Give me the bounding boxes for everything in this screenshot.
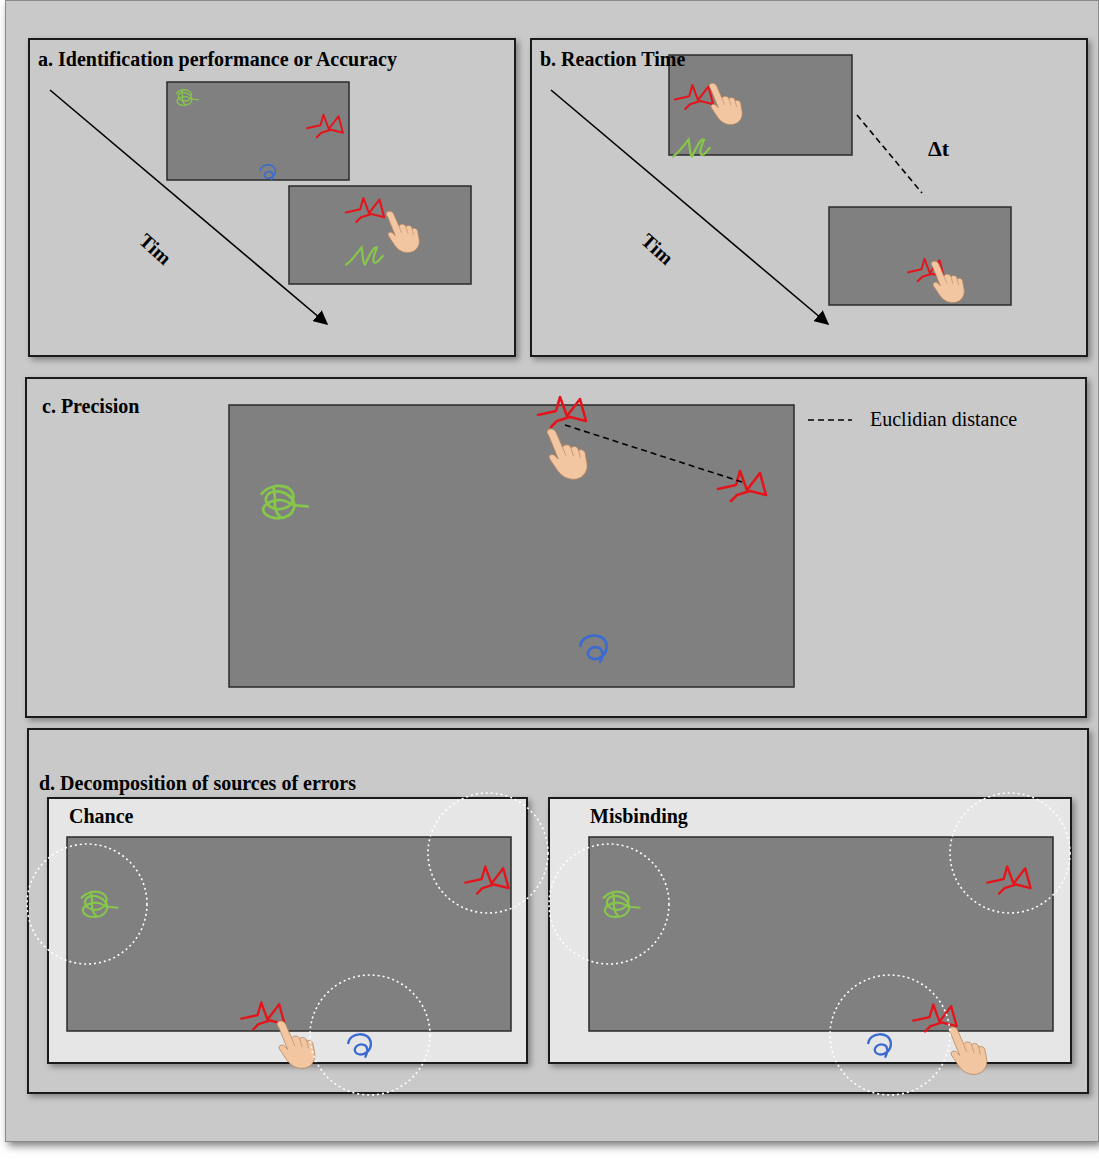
hand-icon — [547, 429, 587, 479]
screen — [589, 837, 1053, 1031]
red-scribble — [718, 471, 766, 501]
hand-icon — [277, 1021, 315, 1068]
red-scribble — [465, 867, 508, 894]
sub-panel: Misbinding — [548, 797, 1072, 1064]
red-scribble — [538, 397, 586, 427]
panel-heading: Chance — [69, 805, 133, 828]
hand-icon — [709, 83, 742, 124]
screen — [167, 82, 349, 180]
dotted-circle — [830, 975, 950, 1095]
screen — [829, 207, 1011, 305]
green-scribble — [346, 247, 383, 264]
blue-scribble — [348, 1034, 371, 1056]
panel: a. Identification performance or Accurac… — [28, 38, 516, 357]
sub-panel: Chance — [47, 797, 528, 1064]
panel-heading: d. Decomposition of sources of errors — [39, 772, 356, 795]
distance-line — [565, 425, 742, 482]
panel-heading: Misbinding — [590, 805, 688, 828]
legend-line-sample — [808, 419, 852, 421]
screen — [67, 837, 511, 1031]
panel: d. Decomposition of sources of errorsCha… — [27, 728, 1089, 1094]
green-scribble — [262, 486, 308, 518]
blue-scribble — [868, 1034, 891, 1056]
hand-icon — [949, 1027, 987, 1074]
dotted-circle — [27, 844, 147, 964]
green-scribble — [176, 90, 198, 105]
green-scribble — [82, 892, 118, 917]
time-arrow — [50, 90, 327, 324]
time-arrow — [551, 90, 828, 324]
panel-heading: c. Precision — [42, 395, 139, 418]
red-scribble — [241, 1003, 284, 1030]
dotted-circle — [549, 844, 669, 964]
screen — [669, 55, 852, 155]
legend-text: Euclidian distance — [870, 408, 1017, 430]
red-scribble — [913, 1005, 956, 1032]
legend-entry: Euclidian distance — [870, 408, 1017, 431]
blue-scribble — [260, 165, 275, 180]
red-scribble — [346, 198, 384, 222]
blue-scribble — [580, 635, 606, 661]
label-anchor: Δt — [928, 136, 949, 162]
panel-heading: a. Identification performance or Accurac… — [38, 48, 397, 71]
red-scribble — [908, 259, 944, 282]
panel: b. Reaction Time — [530, 38, 1088, 357]
screen — [229, 405, 794, 687]
panel-heading: b. Reaction Time — [540, 48, 685, 71]
red-scribble — [675, 85, 713, 109]
hand-icon — [931, 261, 964, 302]
dotted-circle — [428, 793, 548, 913]
delta-line — [857, 115, 922, 193]
green-scribble — [604, 892, 640, 917]
screen — [289, 186, 471, 284]
delta-label: Δt — [928, 136, 949, 161]
red-scribble — [307, 115, 343, 138]
dotted-circle — [950, 793, 1070, 913]
hand-icon — [386, 211, 419, 252]
dotted-circle — [310, 975, 430, 1095]
green-scribble — [673, 139, 710, 156]
red-scribble — [987, 867, 1030, 894]
